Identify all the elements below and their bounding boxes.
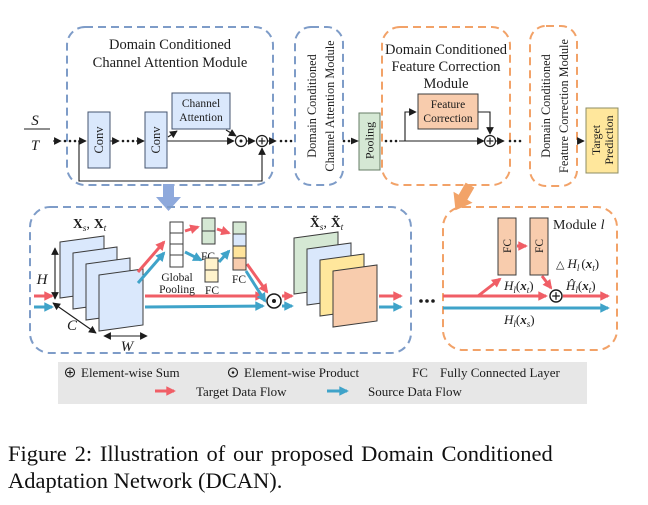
fc-column-source bbox=[204, 257, 219, 283]
channel-attention-module-collapsed-box bbox=[294, 26, 344, 186]
output-feature-maps bbox=[293, 231, 378, 328]
zoom-arrow-orange-icon bbox=[453, 182, 475, 211]
legend-product-icon bbox=[227, 367, 239, 378]
target-data-flow-arrows bbox=[34, 224, 403, 301]
fcm-small-line2: Feature Correction Module bbox=[557, 39, 571, 173]
residual-skip-line bbox=[78, 141, 266, 182]
legend-source-flow-label: Source Data Flow bbox=[368, 384, 462, 399]
pooling-label: Pooling bbox=[363, 122, 377, 159]
h-l-xs-label: Hl(xs) bbox=[503, 312, 535, 329]
global-pooling-column bbox=[169, 221, 184, 268]
legend-fc-full: Fully Connected Layer bbox=[440, 365, 561, 380]
input-feature-label: Xs,Xt bbox=[73, 216, 107, 234]
fcm-small-line1: Domain Conditioned bbox=[539, 54, 553, 158]
fcm-title-line3: Module bbox=[423, 76, 468, 92]
feature-correction-box bbox=[417, 93, 479, 130]
ellipsis-dots bbox=[508, 139, 522, 143]
pooling-box bbox=[358, 112, 381, 171]
output-feature-label: X̃s,X̃t bbox=[310, 215, 344, 233]
cam-title-line1: Domain Conditioned bbox=[109, 37, 232, 53]
dimension-annotations: H C W bbox=[36, 247, 148, 355]
ellipsis-dots bbox=[63, 139, 77, 143]
ellipsis-dots bbox=[121, 139, 135, 143]
element-wise-product-icon bbox=[234, 134, 248, 148]
caption-line2: Adaptation Network (DCAN). bbox=[8, 468, 283, 493]
arrowhead bbox=[351, 137, 359, 145]
dcan-diagram: S T Domain Conditioned Channel Attention… bbox=[24, 25, 619, 404]
module-l-target-flow bbox=[443, 241, 610, 301]
fc-column-target bbox=[201, 217, 216, 245]
channel-attention-label2: Attention bbox=[179, 112, 223, 124]
cam-small-line1: Domain Conditioned bbox=[305, 54, 319, 158]
target-label: T bbox=[31, 138, 41, 154]
caption-line1: Figure 2: Illustration of our proposed D… bbox=[8, 441, 553, 466]
fcm-title-line2: Feature Correction bbox=[391, 59, 501, 75]
conv1-label: Conv bbox=[92, 126, 106, 154]
channel-attention-box bbox=[171, 92, 231, 130]
legend-product-label: Element-wise Product bbox=[244, 365, 360, 380]
feature-correction-module-box bbox=[381, 26, 511, 186]
global-pooling-label1: Global bbox=[161, 272, 192, 284]
cam-small-line2: Channel Attention Module bbox=[323, 40, 337, 172]
fcm-flow-lines bbox=[399, 108, 522, 145]
height-label: H bbox=[36, 272, 49, 288]
global-pooling-label2: Pooling bbox=[159, 284, 195, 296]
h-l-xt-label: Hl(xt) bbox=[503, 278, 534, 295]
legend-sum-label: Element-wise Sum bbox=[81, 365, 180, 380]
legend-sum-icon bbox=[64, 367, 76, 378]
legend-fc-abbr: FC bbox=[412, 365, 428, 380]
feature-correction-label2: Correction bbox=[423, 113, 472, 125]
module-l-fc1-label: FC bbox=[502, 239, 514, 253]
conv1-box bbox=[87, 111, 111, 169]
ellipsis-dots bbox=[419, 299, 435, 303]
feature-correction-label1: Feature bbox=[431, 99, 465, 111]
module-l-fc2-box bbox=[529, 217, 549, 276]
feature-correction-module-collapsed-box bbox=[529, 25, 578, 187]
target-prediction-box bbox=[585, 107, 619, 174]
fcm-title-line1: Domain Conditioned bbox=[385, 42, 508, 58]
channel-attention-detail-box bbox=[29, 206, 412, 354]
hat-h-l-xt-label: Ĥl(xt) bbox=[565, 278, 596, 295]
module-l-box bbox=[442, 206, 618, 351]
fc-column-merged bbox=[232, 221, 247, 271]
fc-merged-label: FC bbox=[232, 274, 246, 286]
conv2-box bbox=[144, 111, 168, 169]
figure-caption: Figure 2: Illustration of our proposed D… bbox=[8, 440, 644, 494]
module-l-fc2-label: FC bbox=[534, 239, 546, 253]
delta-h-l-xt-label: △Hl(xt) bbox=[556, 256, 599, 273]
element-wise-sum-icon bbox=[255, 134, 269, 148]
conv2-label: Conv bbox=[149, 126, 163, 154]
fc-source-label: FC bbox=[205, 285, 219, 297]
width-label: W bbox=[121, 339, 135, 355]
element-wise-sum-icon bbox=[483, 134, 497, 148]
source-target-input: S T bbox=[24, 113, 50, 154]
module-l-fc1-box bbox=[497, 217, 517, 276]
element-wise-product-icon bbox=[266, 293, 282, 309]
source-data-flow-arrows bbox=[34, 249, 403, 312]
target-prediction-label2: Prediction bbox=[602, 115, 616, 164]
channel-attention-label1: Channel bbox=[182, 98, 220, 110]
target-prediction-label1: Target bbox=[589, 124, 603, 155]
input-feature-maps bbox=[59, 235, 144, 332]
ellipsis-dots bbox=[384, 139, 398, 143]
main-flow-lines bbox=[53, 129, 293, 182]
channels-label: C bbox=[67, 318, 78, 334]
source-label: S bbox=[31, 113, 39, 129]
legend-target-flow-label: Target Data Flow bbox=[196, 384, 287, 399]
ellipsis-dots bbox=[279, 139, 293, 143]
cam-title-line2: Channel Attention Module bbox=[93, 55, 248, 71]
zoom-arrow-blue-icon bbox=[156, 184, 181, 211]
element-wise-sum-icon bbox=[549, 289, 563, 303]
legend-panel bbox=[58, 362, 587, 404]
